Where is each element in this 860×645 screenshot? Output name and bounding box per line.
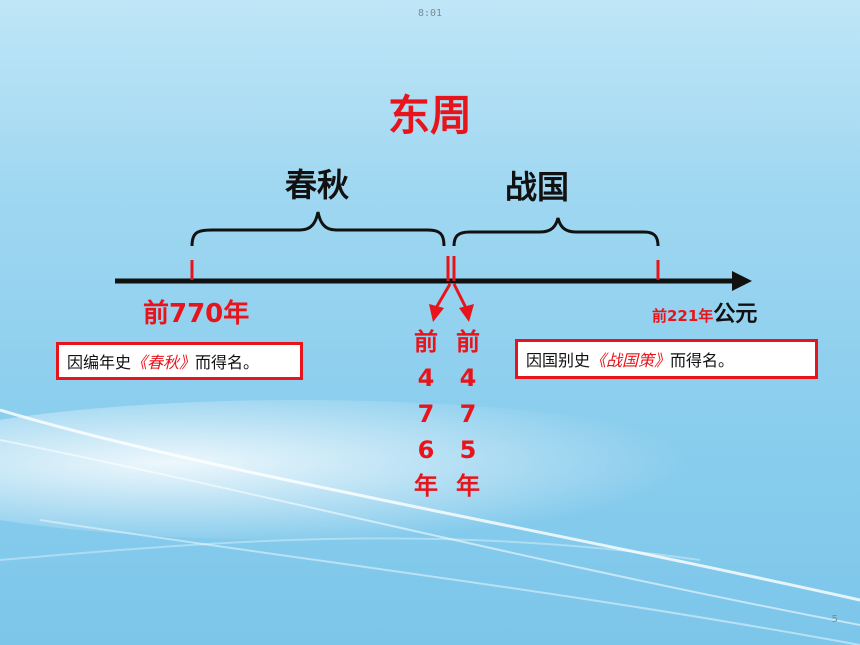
split-date-475-char: 年 xyxy=(456,472,480,500)
note-zhanguo: 因国别史《战国策》而得名。 xyxy=(515,339,818,379)
split-date-475-char: 前 xyxy=(456,328,480,356)
timeline-arrowhead xyxy=(732,271,752,291)
era-unit-label: 公元 xyxy=(713,302,758,327)
note-zhanguo-prefix: 因国别史 xyxy=(526,351,591,370)
note-chunqiu-book: 《春秋》 xyxy=(131,353,196,372)
split-date-475-char: 7 xyxy=(459,400,477,428)
note-zhanguo-book: 《战国策》 xyxy=(590,351,671,370)
note-zhanguo-suffix: 而得名。 xyxy=(670,351,735,370)
slide-time: 8:01 xyxy=(417,8,443,19)
page-number: 5 xyxy=(831,614,838,625)
end-date-label: 前221年 xyxy=(652,307,714,325)
split-date-476-char: 7 xyxy=(417,400,435,428)
era-label-zhanguo: 战国 xyxy=(505,168,570,206)
arrow-476-shaft xyxy=(434,283,452,309)
split-date-476-char: 年 xyxy=(414,472,438,500)
arrow-475-shaft xyxy=(452,283,468,309)
split-date-475-char: 5 xyxy=(459,436,477,464)
start-date-label: 前770年 xyxy=(143,299,250,329)
split-date-475-char: 4 xyxy=(459,364,477,392)
note-chunqiu-suffix: 而得名。 xyxy=(195,353,260,372)
split-date-476-char: 4 xyxy=(417,364,435,392)
era-label-chunqiu: 春秋 xyxy=(285,166,350,204)
brace-zhanguo xyxy=(452,217,660,247)
brace-chunqiu xyxy=(190,211,446,247)
split-date-476: 前 4 7 6 年 xyxy=(412,324,440,504)
end-date-group: 前221年公元 xyxy=(652,296,757,328)
split-date-476-char: 前 xyxy=(414,328,438,356)
note-chunqiu: 因编年史《春秋》而得名。 xyxy=(56,342,303,380)
arrow-476-head xyxy=(429,304,444,322)
slide-title: 东周 xyxy=(387,91,472,140)
split-date-476-char: 6 xyxy=(417,436,435,464)
arrow-475-head xyxy=(459,304,474,322)
note-chunqiu-prefix: 因编年史 xyxy=(67,353,132,372)
split-date-475: 前 4 7 5 年 xyxy=(454,324,482,504)
